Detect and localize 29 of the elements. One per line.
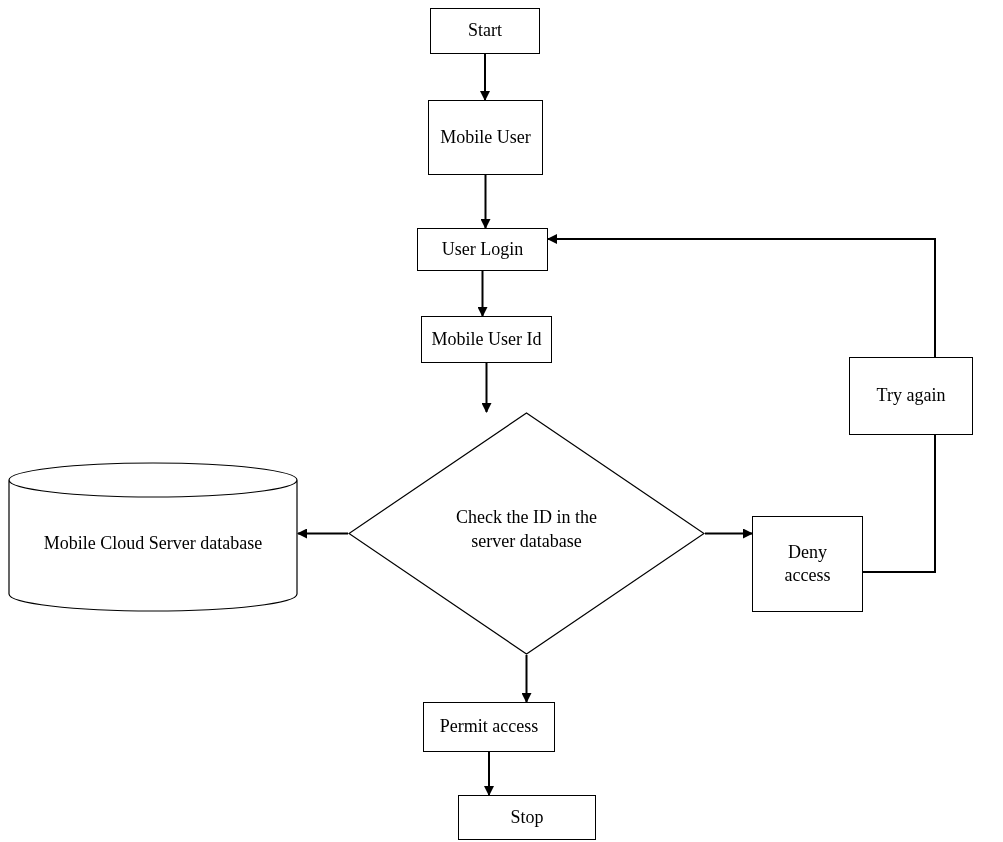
process-box [423,702,555,752]
arrow [481,362,492,413]
node-label: Start [468,19,502,43]
process-box [849,357,973,435]
process-box [421,316,552,363]
arrow [477,270,488,317]
node-label: Permit access [439,715,539,739]
process-box [458,795,596,840]
node-label: Mobile User Id [431,327,542,351]
arrow [297,528,349,539]
arrow [704,528,753,539]
node-label: Mobile User [440,125,531,149]
node-label: Try again [876,384,946,408]
arrow [484,751,494,796]
arrow [480,53,490,101]
process-box [430,8,540,54]
process-box [752,516,863,612]
database-cylinder [8,462,298,612]
node-label: Deny access [783,540,832,587]
process-box [417,228,548,271]
arrow [547,234,936,358]
node-label: Mobile Cloud Server database [43,532,263,556]
node-label: Check the ID in the server database [455,506,598,553]
decision-diamond [348,412,705,655]
arrow [521,654,532,703]
node-label: User Login [441,237,524,261]
process-box [428,100,543,175]
node-label: Stop [510,805,544,829]
arrow [480,174,491,229]
